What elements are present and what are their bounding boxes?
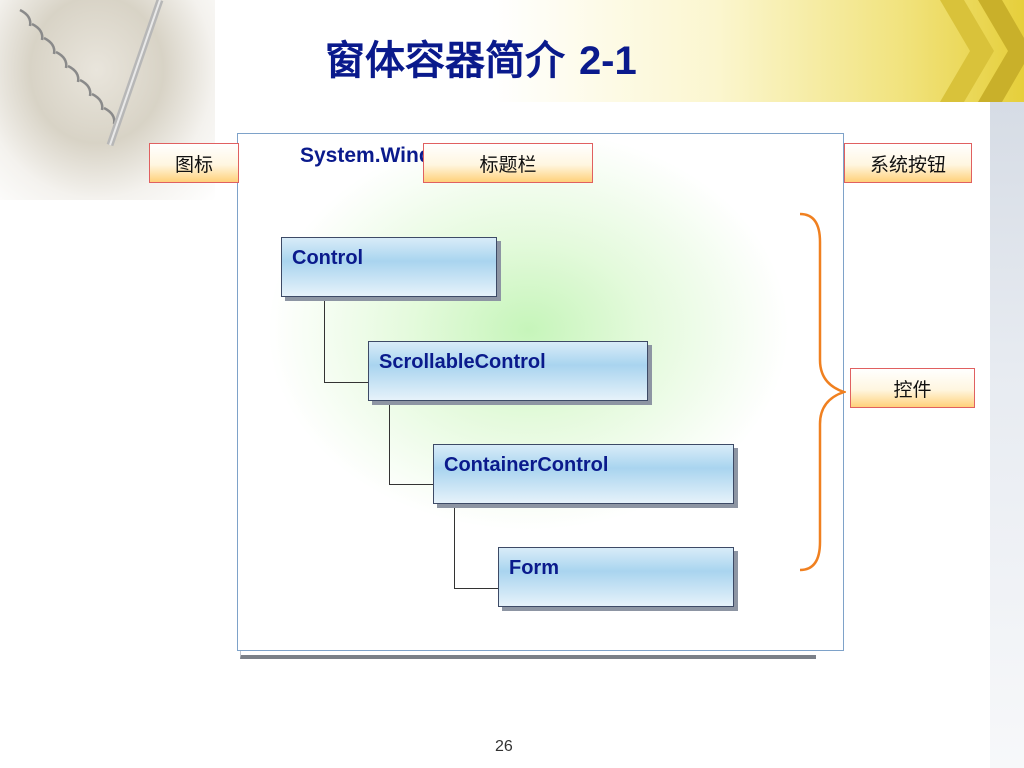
slide-title-text: 窗体容器简介 bbox=[325, 37, 565, 84]
class-node-label: Form bbox=[509, 557, 559, 579]
callout-system-buttons: 系统按钮 bbox=[844, 143, 972, 183]
page-number: 26 bbox=[495, 738, 513, 755]
slide-title-number: 2-1 bbox=[578, 39, 637, 83]
callout-titlebar: 标题栏 bbox=[423, 143, 593, 183]
class-node-form: Form bbox=[498, 547, 734, 607]
right-band bbox=[990, 102, 1024, 768]
class-node-scrollablecontrol: ScrollableControl bbox=[368, 341, 648, 401]
connector-line bbox=[324, 298, 369, 383]
class-node-control: Control bbox=[281, 237, 497, 297]
slide-title: 窗体容器简介 2-1 bbox=[325, 28, 637, 88]
connector-line bbox=[454, 505, 499, 589]
class-node-label: Control bbox=[292, 247, 364, 269]
callout-controls: 控件 bbox=[850, 368, 975, 408]
class-node-label: ScrollableControl bbox=[379, 351, 546, 373]
class-node-label: ContainerControl bbox=[444, 454, 609, 476]
chevron-decoration bbox=[940, 0, 1024, 102]
connector-line bbox=[389, 402, 434, 485]
class-node-containercontrol: ContainerControl bbox=[433, 444, 734, 504]
callout-icon: 图标 bbox=[149, 143, 239, 183]
curly-brace bbox=[799, 212, 846, 572]
